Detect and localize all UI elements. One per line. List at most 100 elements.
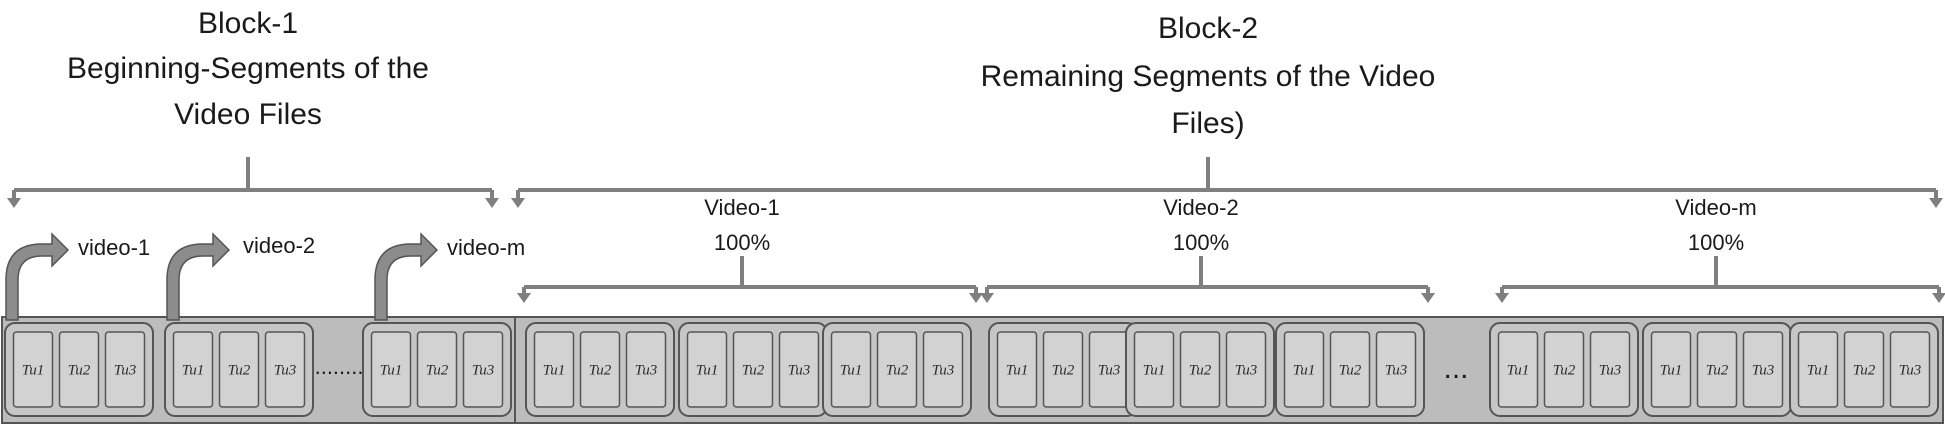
arrow-label-video-m: video-m: [447, 235, 525, 260]
tu-cell-label: Tu1: [696, 363, 719, 379]
segment-groups: Tu1 Tu2 Tu3 Tu1 Tu2 Tu3 Tu1 Tu2 Tu3 Tu1 Tu2 Tu3 Tu1 T…: [4, 322, 1939, 417]
video-1-percent: 100%: [714, 230, 770, 255]
tu-cell: [686, 331, 728, 408]
video-2-bracket: [980, 256, 1435, 303]
tu-cell-label: Tu3: [1752, 363, 1775, 379]
segment-group: Tu1 Tu2 Tu3: [1642, 322, 1792, 417]
tu-cell: [172, 331, 214, 408]
tu-cell: [218, 331, 260, 408]
tu-cell-label: Tu2: [589, 363, 612, 379]
tu-cell: [1179, 331, 1221, 408]
tu-cell: [1889, 331, 1931, 408]
video-m-arrow: [374, 232, 439, 321]
tu-cell-label: Tu3: [274, 363, 297, 379]
tu-cell: [533, 331, 575, 408]
video-1-label: Video-1: [704, 195, 779, 220]
tu-cell-label: Tu1: [1660, 363, 1683, 379]
tu-cell-label: Tu3: [1098, 363, 1121, 379]
tu-cell-label: Tu3: [788, 363, 811, 379]
tu-cell-label: Tu3: [472, 363, 495, 379]
tu-cell-label: Tu3: [1599, 363, 1622, 379]
video-2-label: Video-2: [1163, 195, 1238, 220]
block2-title: Block-2: [1158, 12, 1258, 45]
tu-cell: [1742, 331, 1784, 408]
tu-cell-label: Tu3: [1385, 363, 1408, 379]
tu-cell: [625, 331, 667, 408]
video-1-arrow: [5, 232, 70, 321]
tu-cell: [1133, 331, 1175, 408]
tu-cell: [1375, 331, 1417, 408]
block1-subtitle-line1: Beginning-Segments of the: [67, 52, 429, 85]
tu-cell: [1042, 331, 1084, 408]
tu-cell-label: Tu3: [635, 363, 658, 379]
tu-cell: [876, 331, 918, 408]
tu-cell: [579, 331, 621, 408]
tu-cell-label: Tu3: [1235, 363, 1258, 379]
tu-cell-label: Tu3: [114, 363, 137, 379]
tu-cell: [996, 331, 1038, 408]
block1-bracket: [7, 157, 499, 208]
block1-subtitle-line2: Video Files: [174, 98, 322, 131]
tu-cell: [104, 331, 146, 408]
tu-cell: [462, 331, 504, 408]
tu-cell-label: Tu3: [1899, 363, 1922, 379]
tu-cell-label: Tu2: [886, 363, 909, 379]
block1-title: Block-1: [198, 7, 298, 40]
tu-cell-label: Tu2: [742, 363, 765, 379]
video-1-bracket: [517, 256, 983, 303]
segment-group: Tu1 Tu2 Tu3: [988, 322, 1138, 417]
tu-cell-label: Tu2: [1339, 363, 1362, 379]
tu-cell: [732, 331, 774, 408]
tu-cell-label: Tu1: [380, 363, 403, 379]
tu-cell-label: Tu1: [840, 363, 863, 379]
tu-cell-label: Tu3: [932, 363, 955, 379]
segment-group: Tu1 Tu2 Tu3: [1275, 322, 1425, 417]
tu-cell: [830, 331, 872, 408]
block1-ellipsis: .........: [308, 354, 363, 379]
tu-cell-label: Tu2: [228, 363, 251, 379]
segment-group: Tu1 Tu2 Tu3: [678, 322, 828, 417]
tu-cell-label: Tu2: [1706, 363, 1729, 379]
arrow-label-video-2: video-2: [243, 233, 315, 258]
tu-cell-label: Tu1: [1807, 363, 1830, 379]
segment-group: Tu1 Tu2 Tu3: [362, 322, 512, 417]
tu-cell: [370, 331, 412, 408]
tu-cell-label: Tu2: [426, 363, 449, 379]
tu-cell-label: Tu1: [22, 363, 45, 379]
tu-cell-label: Tu2: [1853, 363, 1876, 379]
video-m-bracket: [1495, 256, 1945, 303]
tu-cell: [778, 331, 820, 408]
segment-group: Tu1 Tu2 Tu3: [525, 322, 675, 417]
video-2-arrow: [166, 232, 231, 321]
tu-cell: [1589, 331, 1631, 408]
block2-subtitle-line2: Files): [1171, 107, 1244, 140]
tu-cell-label: Tu2: [1189, 363, 1212, 379]
tu-cell: [1797, 331, 1839, 408]
video-m-label: Video-m: [1675, 195, 1757, 220]
tu-cell: [1283, 331, 1325, 408]
tu-cell-label: Tu1: [543, 363, 566, 379]
video-m-percent: 100%: [1688, 230, 1744, 255]
tu-cell: [1225, 331, 1267, 408]
block2-subtitle-line1: Remaining Segments of the Video: [981, 60, 1436, 93]
tu-cell-label: Tu1: [1006, 363, 1029, 379]
tu-cell-label: Tu2: [1052, 363, 1075, 379]
segment-group: Tu1 Tu2 Tu3: [822, 322, 972, 417]
tu-cell: [922, 331, 964, 408]
block2-bracket: [511, 157, 1943, 208]
tu-cell: [12, 331, 54, 408]
tu-cell: [264, 331, 306, 408]
tu-cell: [1543, 331, 1585, 408]
tu-cell-label: Tu1: [1293, 363, 1316, 379]
tu-cell: [1650, 331, 1692, 408]
block2-ellipsis: ...: [1443, 352, 1468, 385]
tu-cell: [1497, 331, 1539, 408]
tu-cell: [58, 331, 100, 408]
segment-group: Tu1 Tu2 Tu3: [1789, 322, 1939, 417]
